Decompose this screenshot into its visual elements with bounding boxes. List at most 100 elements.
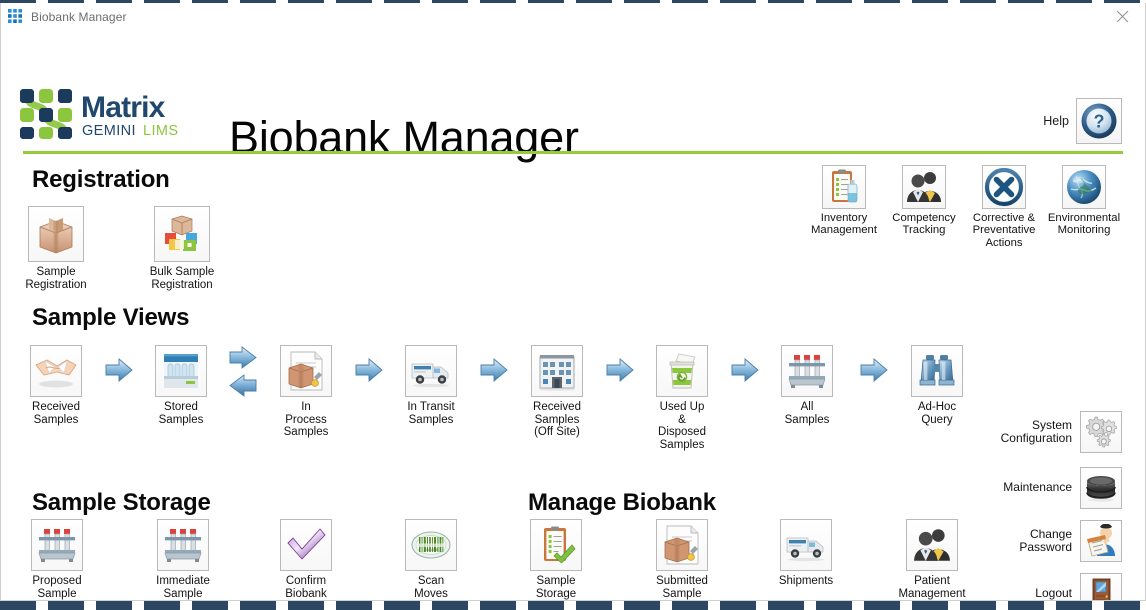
window-titlebar: Biobank Manager [1, 3, 1145, 30]
tile-label: Received Samples (Off Site) [533, 401, 581, 439]
door-exit-icon [1080, 573, 1122, 600]
tile-label: Immediate Sample Storage [156, 575, 210, 600]
window-title: Biobank Manager [31, 9, 127, 24]
vial-rack-icon [31, 519, 83, 571]
close-icon[interactable] [1107, 5, 1137, 27]
svg-text:?: ? [1094, 112, 1105, 132]
window-content: Matrix GEMINI LIMS Biobank Manager Help [1, 30, 1145, 601]
tile-proposed-sample-storage[interactable]: Proposed Sample Storage [9, 519, 105, 600]
module-label: Inventory Management [811, 212, 877, 237]
svg-text:LIMS: LIMS [143, 123, 178, 139]
tile-label: Shipments [778, 575, 834, 587]
tile-label: Used Up & Disposed Samples [658, 401, 706, 451]
tile-submitted-sample-pull-lists[interactable]: Submitted Sample Pull Lists [634, 519, 730, 600]
building-icon [531, 345, 583, 397]
flow-arrow-right [859, 357, 889, 383]
tile-label: In Process Samples [283, 401, 329, 439]
handshake-icon [30, 345, 82, 397]
tile-label: Bulk Sample Registration [149, 266, 215, 291]
question-mark-help-icon[interactable]: ? [1076, 98, 1122, 144]
vial-rack-icon [781, 345, 833, 397]
help-control[interactable]: Help ? [1043, 98, 1122, 144]
module-label: Competency Tracking [892, 212, 956, 237]
help-label: Help [1043, 114, 1069, 128]
clipboard-bottle-icon [822, 165, 866, 209]
svg-text:231495: 231495 [424, 547, 438, 552]
person-clipboard-icon [1080, 520, 1122, 562]
side-item-logout[interactable]: Logout [974, 573, 1122, 601]
module-label: Environmental Monitoring [1047, 212, 1121, 237]
clipboard-check-icon [530, 519, 582, 571]
tile-shipments[interactable]: Shipments [758, 519, 854, 588]
tile-confirm-biobank-moves[interactable]: Confirm Biobank Moves [258, 519, 354, 600]
tile-sample-registration[interactable]: Sample Registration [8, 206, 104, 291]
two-people-icon [902, 165, 946, 209]
matrix-gemini-logo: Matrix GEMINI LIMS [20, 89, 178, 139]
brand-divider [23, 151, 1123, 154]
barcode-scan-icon: 231495 [405, 519, 457, 571]
gears-icon [1080, 411, 1122, 453]
two-people-icon [906, 519, 958, 571]
tile-stored-samples[interactable]: Stored Samples [133, 345, 229, 426]
tile-label: Proposed Sample Storage [32, 575, 82, 600]
globe-icon [1062, 165, 1106, 209]
section-heading-manage-biobank: Manage Biobank [528, 489, 716, 516]
tile-label: Ad-Hoc Query [917, 401, 957, 426]
box-package-icon [28, 206, 84, 262]
side-item-maintenance[interactable]: Maintenance [974, 467, 1122, 509]
side-item-label: Maintenance [1003, 480, 1072, 495]
database-icon [1080, 467, 1122, 509]
flow-arrow-right-and-left [228, 346, 258, 398]
tile-ad-hoc-query[interactable]: Ad-Hoc Query [889, 345, 985, 426]
recycle-bin-icon [656, 345, 708, 397]
module-inventory-management[interactable]: Inventory Management [804, 165, 884, 237]
document-box-process-icon [280, 345, 332, 397]
tile-label: Submitted Sample Pull Lists [656, 575, 708, 600]
tile-label: Sample Registration [25, 266, 87, 291]
tile-bulk-sample-registration[interactable]: Bulk Sample Registration [134, 206, 230, 291]
tile-in-process-samples[interactable]: In Process Samples [258, 345, 354, 439]
purple-checkmark-icon [280, 519, 332, 571]
flow-arrow-right [354, 357, 384, 383]
tile-patient-management[interactable]: Patient Management [884, 519, 980, 600]
tile-sample-storage-audit-lists[interactable]: Sample Storage Audit Lists [508, 519, 604, 600]
section-heading-registration: Registration [32, 166, 170, 193]
brand-wordmark: Matrix [81, 91, 166, 124]
svg-text:GEMINI: GEMINI [82, 123, 136, 139]
side-item-system-configuration[interactable]: System Configuration [974, 411, 1122, 453]
flow-arrow-right [479, 357, 509, 383]
flow-arrow-right [605, 357, 635, 383]
binoculars-icon [911, 345, 963, 397]
tile-label: Patient Management [898, 575, 966, 600]
tile-label: Stored Samples [158, 401, 204, 426]
side-item-label: Logout [1035, 586, 1072, 601]
box-with-colored-blocks-icon [154, 206, 210, 262]
tile-label: All Samples [784, 401, 830, 426]
tile-label: Scan Moves [414, 575, 448, 600]
module-label: Corrective & Preventative Actions [972, 212, 1036, 249]
freezer-vials-icon [155, 345, 207, 397]
tile-received-samples-offsite[interactable]: Received Samples (Off Site) [509, 345, 605, 439]
application-window: Biobank Manager [0, 3, 1146, 601]
delivery-van-icon [780, 519, 832, 571]
side-item-label: System Configuration [1000, 417, 1072, 445]
circle-x-icon [982, 165, 1026, 209]
tile-all-samples[interactable]: All Samples [759, 345, 855, 426]
module-environmental-monitoring[interactable]: Environmental Monitoring [1044, 165, 1124, 237]
tile-label: In Transit Samples [407, 401, 455, 426]
tile-received-samples[interactable]: Received Samples [8, 345, 104, 426]
tile-in-transit-samples[interactable]: In Transit Samples [383, 345, 479, 426]
flow-arrow-right [104, 357, 134, 383]
tile-label: Sample Storage Audit Lists [535, 575, 577, 600]
tile-immediate-sample-storage[interactable]: Immediate Sample Storage [135, 519, 231, 600]
vial-rack-icon [157, 519, 209, 571]
module-corrective-preventative-actions[interactable]: Corrective & Preventative Actions [964, 165, 1044, 249]
tile-label: Confirm Biobank Moves [285, 575, 327, 600]
module-competency-tracking[interactable]: Competency Tracking [884, 165, 964, 237]
side-item-change-password[interactable]: Change Password [974, 520, 1122, 562]
tile-label: Received Samples [32, 401, 80, 426]
section-heading-sample-views: Sample Views [32, 304, 190, 331]
tile-scan-moves[interactable]: 231495 Scan Moves [383, 519, 479, 600]
tile-used-up-disposed-samples[interactable]: Used Up & Disposed Samples [634, 345, 730, 451]
document-box-process-icon [656, 519, 708, 571]
